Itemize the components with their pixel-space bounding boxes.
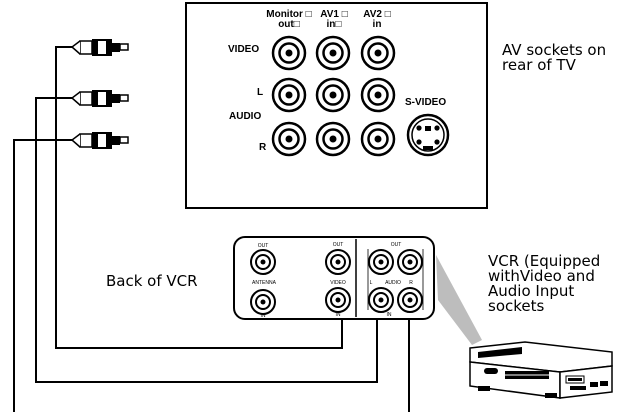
- caption-vcr-line3: Audio Input: [488, 282, 575, 300]
- vcr-label-audio: AUDIO: [385, 280, 401, 286]
- rca-plug-video: [70, 39, 129, 56]
- tv-label-video: VIDEO: [228, 44, 260, 55]
- tv-rca-sockets: [271, 35, 396, 157]
- caption-vcr: VCR (Equipped withVideo and Audio Input …: [488, 254, 600, 314]
- vcr-label-in-video: IN: [335, 312, 341, 318]
- vcr-label-in-audio: IN: [386, 312, 392, 318]
- vcr-audio-l-in: [368, 287, 394, 313]
- vcr-label-l: L: [369, 280, 373, 286]
- vcr-audio-brackets: [367, 249, 424, 310]
- tv-socket-av1-audio-l: [315, 77, 351, 113]
- caption-vcr-line1: VCR (Equipped: [488, 252, 601, 270]
- vcr-callout-wedge: [436, 255, 482, 345]
- vcr-label-out-antenna: OUT: [257, 243, 269, 249]
- tv-label-audio-l: L: [257, 87, 264, 98]
- vcr-audio-r-in: [397, 287, 423, 313]
- tv-header-av2: AV2 □ in: [358, 10, 396, 30]
- tv-header-av1-line2: in□: [326, 19, 342, 30]
- tv-socket-av2-audio-l: [360, 77, 396, 113]
- tv-socket-av2-video: [360, 35, 396, 71]
- vcr-device-icon: [469, 341, 613, 399]
- tv-label-audio: AUDIO: [229, 111, 262, 122]
- tv-label-svideo: S-VIDEO: [405, 97, 447, 108]
- vcr-label-out-audio: OUT: [390, 242, 402, 248]
- vcr-label-in-antenna: IN: [260, 313, 266, 319]
- rca-plug-audio-r: [70, 132, 129, 149]
- vcr-antenna-out: [250, 249, 276, 275]
- tv-socket-monitor-video: [271, 35, 307, 71]
- caption-back-of-vcr: Back of VCR: [106, 272, 198, 290]
- tv-socket-av1-audio-r: [315, 121, 351, 157]
- tv-header-av2-line1: AV2 □: [363, 9, 391, 20]
- tv-socket-monitor-audio-r: [271, 121, 307, 157]
- audio-r-cable: [13, 139, 120, 412]
- vcr-video-in: [325, 287, 351, 313]
- vcr-antenna-in: [250, 289, 276, 315]
- tv-header-monitor: Monitor □ out□: [263, 10, 315, 30]
- caption-tv-line1: AV sockets on: [502, 41, 607, 59]
- caption-tv-sockets: AV sockets on rear of TV: [502, 43, 606, 73]
- tv-label-audio-r: R: [259, 142, 267, 153]
- vcr-label-out-video: OUT: [332, 242, 344, 248]
- audio-l-cable: [35, 97, 378, 383]
- caption-tv-line2: rear of TV: [502, 56, 576, 74]
- vcr-audio-l-out: [368, 249, 394, 275]
- vcr-video-out: [325, 249, 351, 275]
- tv-socket-monitor-audio-l: [271, 77, 307, 113]
- vcr-label-r: R: [409, 280, 413, 286]
- tv-header-av1-line1: AV1 □: [320, 9, 348, 20]
- caption-vcr-line2: withVideo and: [488, 267, 595, 285]
- tv-socket-av1-video: [315, 35, 351, 71]
- tv-header-av2-line2: in: [372, 19, 382, 30]
- tv-socket-av2-audio-r: [360, 121, 396, 157]
- vcr-label-video: VIDEO: [330, 280, 346, 286]
- caption-vcr-line4: sockets: [488, 297, 545, 315]
- vcr-sockets: [250, 249, 423, 315]
- rca-plug-audio-l: [70, 90, 129, 107]
- vcr-label-antenna: ANTENNA: [252, 280, 276, 286]
- vcr-audio-r-out: [397, 249, 423, 275]
- tv-header-monitor-line2: out□: [278, 19, 300, 30]
- tv-header-monitor-line1: Monitor □: [266, 9, 312, 20]
- tv-svideo-socket: [406, 113, 450, 157]
- tv-header-av1: AV1 □ in□: [315, 10, 353, 30]
